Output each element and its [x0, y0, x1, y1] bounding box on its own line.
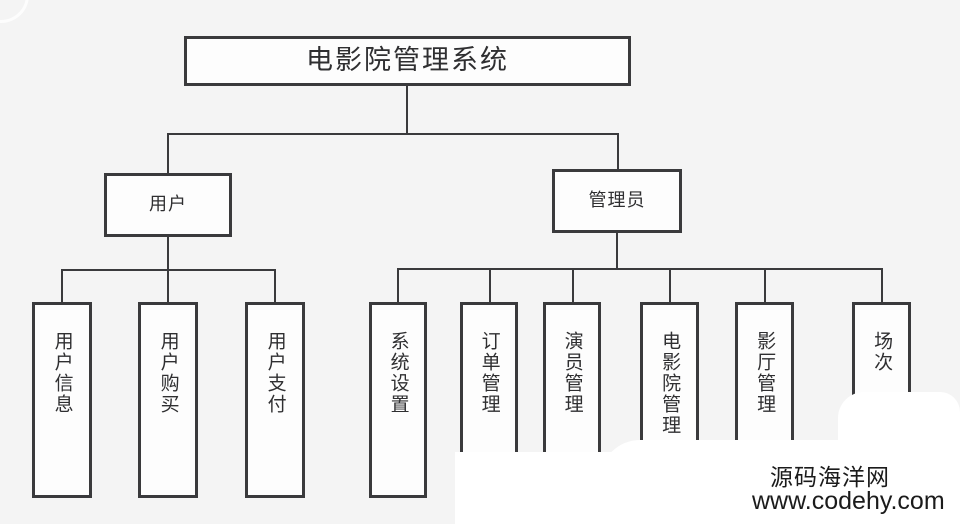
node-leaf-cinema-management-label: 电影院管理 — [659, 331, 681, 436]
node-branch-user-label: 用户 — [149, 194, 187, 215]
node-leaf-order-management-label: 订单管理 — [478, 331, 500, 415]
connector-user-leaf-drop-2 — [167, 269, 169, 302]
node-leaf-user-info[interactable]: 用户信息 — [32, 302, 92, 498]
connector-root-bus — [167, 133, 619, 135]
node-leaf-showtime-label: 场次 — [871, 331, 893, 373]
node-leaf-user-payment-label: 用户支付 — [264, 331, 286, 415]
node-leaf-system-settings-label: 系统设置 — [387, 331, 409, 415]
connector-admin-leaf-drop-1 — [397, 268, 399, 302]
connector-user-leaf-drop-3 — [274, 269, 276, 302]
node-leaf-hall-management-label: 影厅管理 — [754, 331, 776, 415]
node-branch-user[interactable]: 用户 — [104, 173, 232, 237]
node-leaf-showtime[interactable]: 场次 — [852, 302, 911, 498]
node-leaf-system-settings[interactable]: 系统设置 — [369, 302, 427, 498]
node-leaf-actor-management-label: 演员管理 — [561, 331, 583, 415]
node-branch-admin[interactable]: 管理员 — [552, 169, 682, 233]
node-leaf-cinema-management[interactable]: 电影院管理 — [640, 302, 699, 498]
connector-root-stem — [406, 86, 408, 134]
connector-drop-user — [167, 133, 169, 173]
node-leaf-user-purchase-label: 用户购买 — [157, 331, 179, 415]
node-leaf-hall-management[interactable]: 影厅管理 — [735, 302, 794, 498]
node-branch-admin-label: 管理员 — [588, 190, 646, 211]
connector-user-leaf-drop-1 — [61, 269, 63, 302]
node-leaf-user-payment[interactable]: 用户支付 — [245, 302, 305, 498]
connector-admin-leaf-drop-4 — [669, 268, 671, 302]
connector-admin-leaf-drop-5 — [764, 268, 766, 302]
node-leaf-user-purchase[interactable]: 用户购买 — [138, 302, 198, 498]
connector-admin-stem — [616, 233, 618, 269]
connector-admin-leaf-drop-6 — [881, 268, 883, 302]
node-leaf-order-management[interactable]: 订单管理 — [460, 302, 518, 498]
connector-drop-admin — [617, 133, 619, 169]
node-leaf-actor-management[interactable]: 演员管理 — [543, 302, 601, 498]
connector-admin-bus — [397, 268, 883, 270]
node-root-label: 电影院管理系统 — [306, 45, 509, 76]
corner-arc-decoration — [0, 0, 29, 23]
node-leaf-user-info-label: 用户信息 — [51, 331, 73, 415]
connector-admin-leaf-drop-3 — [572, 268, 574, 302]
connector-user-stem — [167, 237, 169, 270]
connector-admin-leaf-drop-2 — [489, 268, 491, 302]
node-root[interactable]: 电影院管理系统 — [184, 36, 631, 86]
